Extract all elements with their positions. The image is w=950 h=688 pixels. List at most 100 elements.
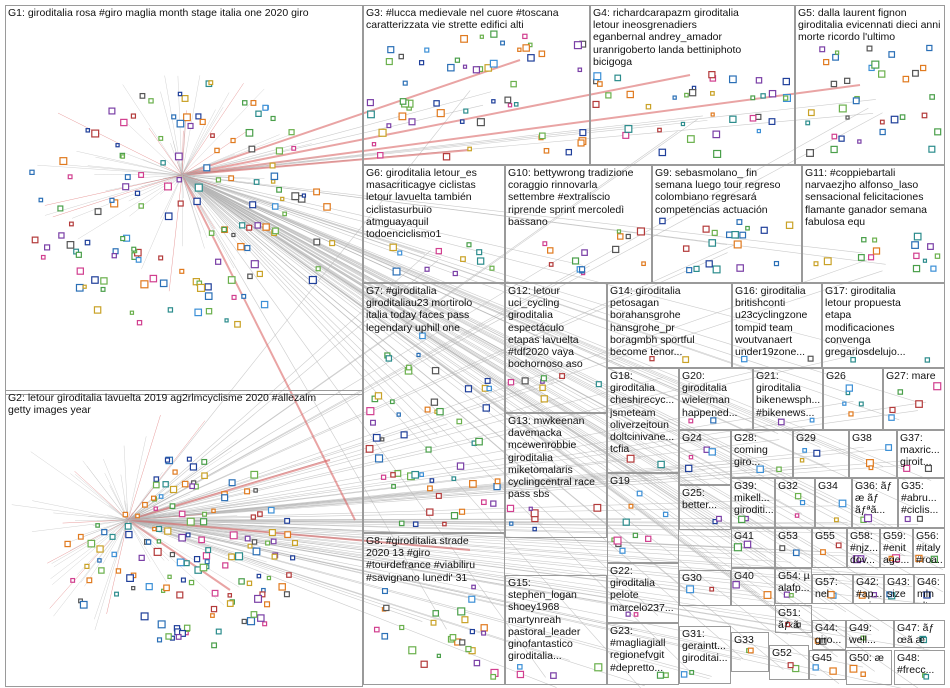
edge xyxy=(181,174,886,265)
node xyxy=(245,128,254,137)
edge xyxy=(122,84,183,176)
edge xyxy=(181,174,864,461)
group-box-g24 xyxy=(679,430,731,485)
node xyxy=(688,454,694,460)
node xyxy=(510,80,517,88)
edge xyxy=(181,174,241,192)
edge xyxy=(181,174,217,181)
edge xyxy=(181,174,659,616)
node xyxy=(469,628,475,635)
node xyxy=(838,104,847,113)
edge-strong xyxy=(181,59,521,176)
node xyxy=(550,672,557,679)
node xyxy=(868,254,875,261)
node xyxy=(513,102,519,107)
node xyxy=(169,503,176,510)
node xyxy=(253,179,260,185)
node xyxy=(858,401,864,407)
node xyxy=(430,619,437,626)
node xyxy=(75,283,84,292)
node xyxy=(284,531,292,539)
group-box-g18 xyxy=(607,368,679,473)
node xyxy=(238,578,245,585)
edge xyxy=(181,172,213,176)
node xyxy=(658,148,667,157)
node xyxy=(447,63,455,72)
edge xyxy=(127,412,708,521)
node xyxy=(471,584,476,590)
group-label-g34: G34 xyxy=(818,480,838,492)
group-box-g35 xyxy=(898,478,945,528)
node xyxy=(134,190,141,196)
node xyxy=(169,551,176,558)
node xyxy=(231,232,236,238)
node xyxy=(391,484,396,489)
group-label-g50: G50: æ xyxy=(849,652,885,664)
node xyxy=(221,494,229,502)
node xyxy=(435,492,442,499)
edge xyxy=(181,174,441,258)
edge xyxy=(181,174,205,249)
node xyxy=(93,306,102,314)
node xyxy=(178,629,186,637)
node xyxy=(158,255,164,261)
edge xyxy=(181,174,233,233)
node xyxy=(708,239,717,247)
node xyxy=(689,669,695,675)
node xyxy=(527,54,535,62)
node xyxy=(244,244,251,252)
node xyxy=(760,226,768,234)
group-box-g42 xyxy=(853,574,884,604)
node xyxy=(645,103,652,110)
node xyxy=(194,308,203,317)
node xyxy=(494,478,501,485)
node xyxy=(459,119,465,124)
node xyxy=(773,260,780,267)
node xyxy=(516,670,525,679)
node xyxy=(131,246,137,252)
group-box-g19 xyxy=(607,473,679,563)
node xyxy=(469,479,477,488)
edge xyxy=(127,509,259,521)
node xyxy=(712,130,721,139)
group-box-g22 xyxy=(607,563,679,623)
node xyxy=(398,520,405,527)
node xyxy=(194,183,203,192)
node xyxy=(246,580,253,587)
group-label-g18: G18: giroditalia cheshirecyc... jsmeteam… xyxy=(610,370,675,456)
node xyxy=(180,577,186,583)
group-box-g48 xyxy=(894,650,945,685)
group-label-g16: G16: giroditalia britishconti u23cycling… xyxy=(735,285,808,359)
edge xyxy=(181,174,880,631)
group-label-g25: G25: better... xyxy=(682,487,718,512)
node xyxy=(381,632,389,640)
node xyxy=(249,201,257,209)
node xyxy=(262,223,270,231)
edge xyxy=(127,464,913,521)
edge xyxy=(181,174,939,550)
node xyxy=(109,197,115,203)
node xyxy=(480,499,487,506)
node xyxy=(267,506,275,514)
node xyxy=(239,222,246,229)
node xyxy=(466,242,472,248)
node xyxy=(858,591,866,599)
group-box-g10 xyxy=(505,165,652,283)
edge xyxy=(181,174,891,594)
group-box-g31 xyxy=(679,626,731,684)
node xyxy=(813,261,819,267)
edge xyxy=(127,436,147,521)
node xyxy=(632,532,639,539)
node xyxy=(806,149,815,157)
node xyxy=(124,522,132,530)
node xyxy=(268,529,276,537)
node xyxy=(645,535,652,543)
node xyxy=(125,530,133,539)
node xyxy=(657,127,662,133)
node xyxy=(138,554,145,562)
group-box-g29 xyxy=(793,430,849,478)
node xyxy=(386,123,392,129)
node xyxy=(247,273,253,280)
node xyxy=(926,44,933,52)
node xyxy=(195,113,202,120)
